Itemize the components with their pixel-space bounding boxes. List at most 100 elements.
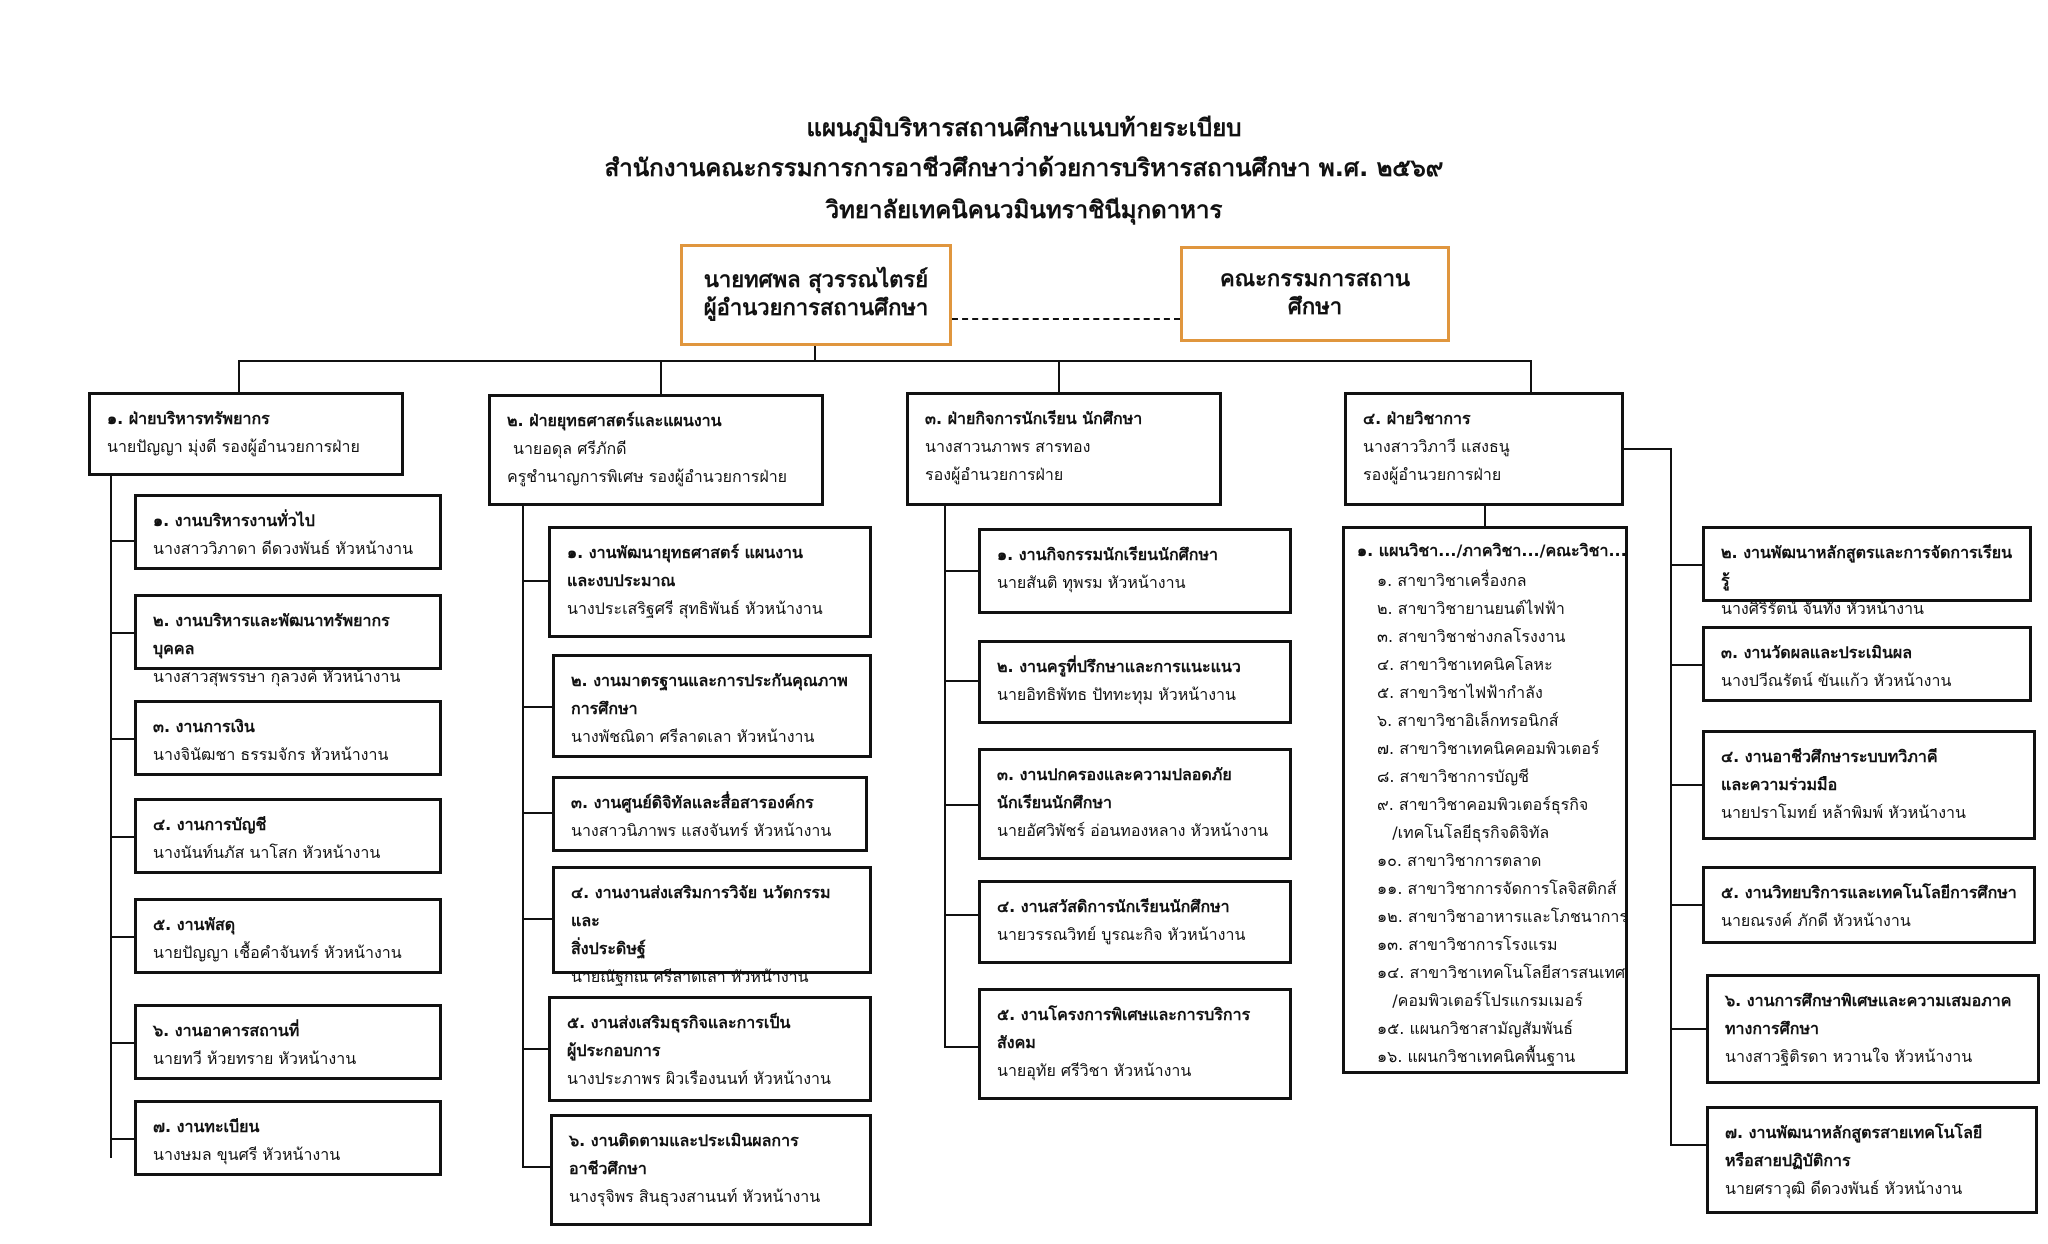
unit-box-3-1: ๑. งานกิจกรรมนักเรียนนักศึกษา นายสันติ ท… <box>978 528 1292 614</box>
connector-line <box>522 918 552 920</box>
connector-line <box>944 680 978 682</box>
connector-line <box>1058 360 1060 392</box>
unit-box-3-4: ๔. งานสวัสดิการนักเรียนนักศึกษา นายวรรณว… <box>978 880 1292 964</box>
unit-box-4-2: ๒. งานพัฒนาหลักสูตรและการจัดการเรียนรู้ … <box>1702 526 2032 618</box>
branch-list-item: ๑. สาขาวิชาเครื่องกล <box>1377 571 1527 590</box>
unit-box-1-1: ๑. งานบริหารงานทั่วไป นางสาววิภาดา ดีดวง… <box>134 494 442 570</box>
unit-title-line2: นักเรียนนักศึกษา <box>997 793 1112 812</box>
department-position: ครูชำนาญการพิเศษ รองผู้อำนวยการฝ่าย <box>507 467 788 486</box>
branch-list-item: /เทคโนโลยีธุรกิจดิจิทัล <box>1377 823 1550 842</box>
connector-line <box>110 540 134 542</box>
unit-title-line2: สังคม <box>997 1033 1036 1052</box>
unit-box-1-5: ๕. งานพัสดุ นายปัญญา เชื้อคำจันทร์ หัวหน… <box>134 898 442 974</box>
branch-list-item: ๓. สาขาวิชาช่างกลโรงงาน <box>1377 627 1566 646</box>
connector-line <box>1484 506 1486 526</box>
unit-head: นางประเสริฐศรี สุทธิพันธ์ หัวหน้างาน <box>567 599 823 618</box>
connector-line <box>110 1138 134 1140</box>
connector-line <box>110 1042 134 1044</box>
unit-title: ๒. งานมาตรฐานและการประกันคุณภาพ <box>571 671 848 690</box>
unit-title: ๖. งานติดตามและประเมินผลการ <box>569 1131 799 1150</box>
branch-list-item: ๑๕. แผนกวิชาสามัญสัมพันธ์ <box>1377 1019 1574 1038</box>
unit-box-4-6: ๖. งานการศึกษาพิเศษและความเสมอภาค ทางการ… <box>1706 974 2040 1084</box>
unit-title: ๕. งานโครงการพิเศษและการบริการ <box>997 1005 1251 1024</box>
unit-title-line2: และความร่วมมือ <box>1721 775 1838 794</box>
connector-line <box>110 836 134 838</box>
branch-list-item: ๙. สาขาวิชาคอมพิวเตอร์ธุรกิจ <box>1377 795 1589 814</box>
connector-line <box>944 914 978 916</box>
department-box-1: ๑. ฝ่ายบริหารทรัพยากร นายปัญญา มุ่งดี รอ… <box>88 392 404 476</box>
connector-line <box>944 506 946 1048</box>
unit-title: ๕. งานพัสดุ <box>153 915 236 934</box>
branch-list-item: ๔. สาขาวิชาเทคนิคโลหะ <box>1377 655 1553 674</box>
unit-title-line2: ทางการศึกษา <box>1725 1019 1819 1038</box>
branch-list-item: /คอมพิวเตอร์โปรแกรมเมอร์ <box>1377 991 1583 1010</box>
department-box-2: ๒. ฝ่ายยุทธศาสตร์และแผนงาน นายอดุล ศรีภั… <box>488 394 824 506</box>
director-board-dashed-line <box>952 318 1180 320</box>
unit-title: ๔. งานงานส่งเสริมการวิจัย นวัตกรรมและ <box>571 883 831 930</box>
connector-line <box>110 476 112 1158</box>
unit-title: ๔. งานอาชีวศึกษาระบบทวิภาคี <box>1721 747 1938 766</box>
branch-list-item: ๑๒. สาขาวิชาอาหารและโภชนาการ <box>1377 907 1628 926</box>
connector-line <box>944 804 978 806</box>
chart-title-line3: วิทยาลัยเทคนิคนวมินทราชินีมุกดาหาร <box>825 196 1223 224</box>
connector-line <box>944 570 978 572</box>
unit-box-3-2: ๒. งานครูที่ปรึกษาและการแนะแนว นายอิทธิพ… <box>978 640 1292 724</box>
unit-head: นายวรรณวิทย์ บูรณะกิจ หัวหน้างาน <box>997 925 1246 944</box>
unit-title: ๔. งานสวัสดิการนักเรียนนักศึกษา <box>997 897 1230 916</box>
director-name: นายทศพล สุวรรณไตรย์ <box>703 268 929 293</box>
branch-list-item: ๖. สาขาวิชาอิเล็กทรอนิกส์ <box>1377 711 1559 730</box>
connector-line <box>814 346 816 362</box>
unit-title: ๕. งานวิทยบริการและเทคโนโลยีการศึกษา <box>1721 883 2017 902</box>
unit-head: นายอัศวิพัชร์ อ่อนทองหลาง หัวหน้างาน <box>997 821 1269 840</box>
unit-box-3-3: ๓. งานปกครองและความปลอดภัย นักเรียนนักศึ… <box>978 748 1292 860</box>
unit-box-2-4: ๔. งานงานส่งเสริมการวิจัย นวัตกรรมและ สิ… <box>552 866 872 986</box>
unit-head: นายอุทัย ศรีวิชา หัวหน้างาน <box>997 1061 1192 1080</box>
unit-title: ๖. งานการศึกษาพิเศษและความเสมอภาค <box>1725 991 2012 1010</box>
department-title: ๓. ฝ่ายกิจการนักเรียน นักศึกษา <box>925 409 1143 428</box>
board-label: คณะกรรมการสถานศึกษา <box>1219 267 1411 320</box>
unit-box-3-5: ๕. งานโครงการพิเศษและการบริการ สังคม นาย… <box>978 988 1292 1100</box>
branch-list: ๑. สาขาวิชาเครื่องกล๒. สาขาวิชายานยนต์ไฟ… <box>1357 567 1628 1071</box>
connector-line <box>1670 448 1672 1146</box>
department-title: ๔. ฝ่ายวิชาการ <box>1363 409 1471 428</box>
unit-head: นางจินัฒชา ธรรมจักร หัวหน้างาน <box>153 745 389 764</box>
unit-head: นางศิริรัตน์ จันทัง หัวหน้างาน <box>1721 599 1924 618</box>
connector-line <box>1670 564 1702 566</box>
unit-box-4-7: ๗. งานพัฒนาหลักสูตรสายเทคโนโลยี หรือสายป… <box>1706 1106 2038 1214</box>
unit-title: ๑. งานกิจกรรมนักเรียนนักศึกษา <box>997 545 1219 564</box>
unit-head: นายทวี ห้วยทราย หัวหน้างาน <box>153 1049 357 1068</box>
branch-list-title: ๑. แผนวิชา.../ภาควิชา.../คณะวิชา... <box>1357 541 1627 560</box>
unit-head: นางประภาพร ผิวเรืองนนท์ หัวหน้างาน <box>567 1069 831 1088</box>
unit-title-line2: อาชีวศึกษา <box>569 1159 647 1178</box>
unit-head: นางรุจิพร สินธุวงสานนท์ หัวหน้างาน <box>569 1187 821 1206</box>
unit-box-1-7: ๗. งานทะเบียน นางษมล ขุนศรี หัวหน้างาน <box>134 1100 442 1176</box>
connector-line <box>1624 448 1672 450</box>
unit-title: ๗. งานทะเบียน <box>153 1117 260 1136</box>
connector-line <box>110 632 134 634</box>
unit-box-1-3: ๓. งานการเงิน นางจินัฒชา ธรรมจักร หัวหน้… <box>134 700 442 776</box>
unit-title-line2: หรือสายปฏิบัติการ <box>1725 1151 1851 1170</box>
branch-list-item: ๑๑. สาขาวิชาการจัดการโลจิสติกส์ <box>1377 879 1617 898</box>
department-box-4: ๔. ฝ่ายวิชาการ นางสาววิภาวี แสงธนู รองผู… <box>1344 392 1624 506</box>
unit-title: ๓. งานศูนย์ดิจิทัลและสื่อสารองค์กร <box>571 793 814 812</box>
unit-head: นางนันท์นภัส นาโสก หัวหน้างาน <box>153 843 381 862</box>
unit-box-4-3: ๓. งานวัดผลและประเมินผล นางปวีณรัตน์ ขัน… <box>1702 626 2032 702</box>
connector-line <box>1670 904 1702 906</box>
unit-title: ๗. งานพัฒนาหลักสูตรสายเทคโนโลยี <box>1725 1123 1983 1142</box>
academic-branches-box: ๑. แผนวิชา.../ภาควิชา.../คณะวิชา... ๑. ส… <box>1342 526 1628 1074</box>
unit-box-1-2: ๒. งานบริหารและพัฒนาทรัพยากรบุคคล นางสาว… <box>134 594 442 686</box>
unit-title-line2: ผู้ประกอบการ <box>567 1041 661 1060</box>
unit-box-2-5: ๕. งานส่งเสริมธุรกิจและการเป็น ผู้ประกอบ… <box>548 996 872 1102</box>
unit-head: นางษมล ขุนศรี หัวหน้างาน <box>153 1145 341 1164</box>
department-position: รองผู้อำนวยการฝ่าย <box>925 465 1064 484</box>
unit-box-1-4: ๔. งานการบัญชี นางนันท์นภัส นาโสก หัวหน้… <box>134 798 442 874</box>
connector-line <box>238 360 1532 362</box>
department-title: ๑. ฝ่ายบริหารทรัพยากร <box>107 409 270 428</box>
chart-title-line1: แผนภูมิบริหารสถานศึกษาแนบท้ายระเบียบ <box>806 114 1242 142</box>
unit-title: ๓. งานปกครองและความปลอดภัย <box>997 765 1232 784</box>
unit-head: นายศราวุฒิ ดีดวงพันธ์ หัวหน้างาน <box>1725 1179 1963 1198</box>
unit-box-2-6: ๖. งานติดตามและประเมินผลการ อาชีวศึกษา น… <box>550 1114 872 1226</box>
department-head: นายปัญญา มุ่งดี รองผู้อำนวยการฝ่าย <box>107 437 360 456</box>
connector-line <box>522 506 524 1166</box>
unit-title-line2: สิ่งประดิษฐ์ <box>571 939 646 958</box>
